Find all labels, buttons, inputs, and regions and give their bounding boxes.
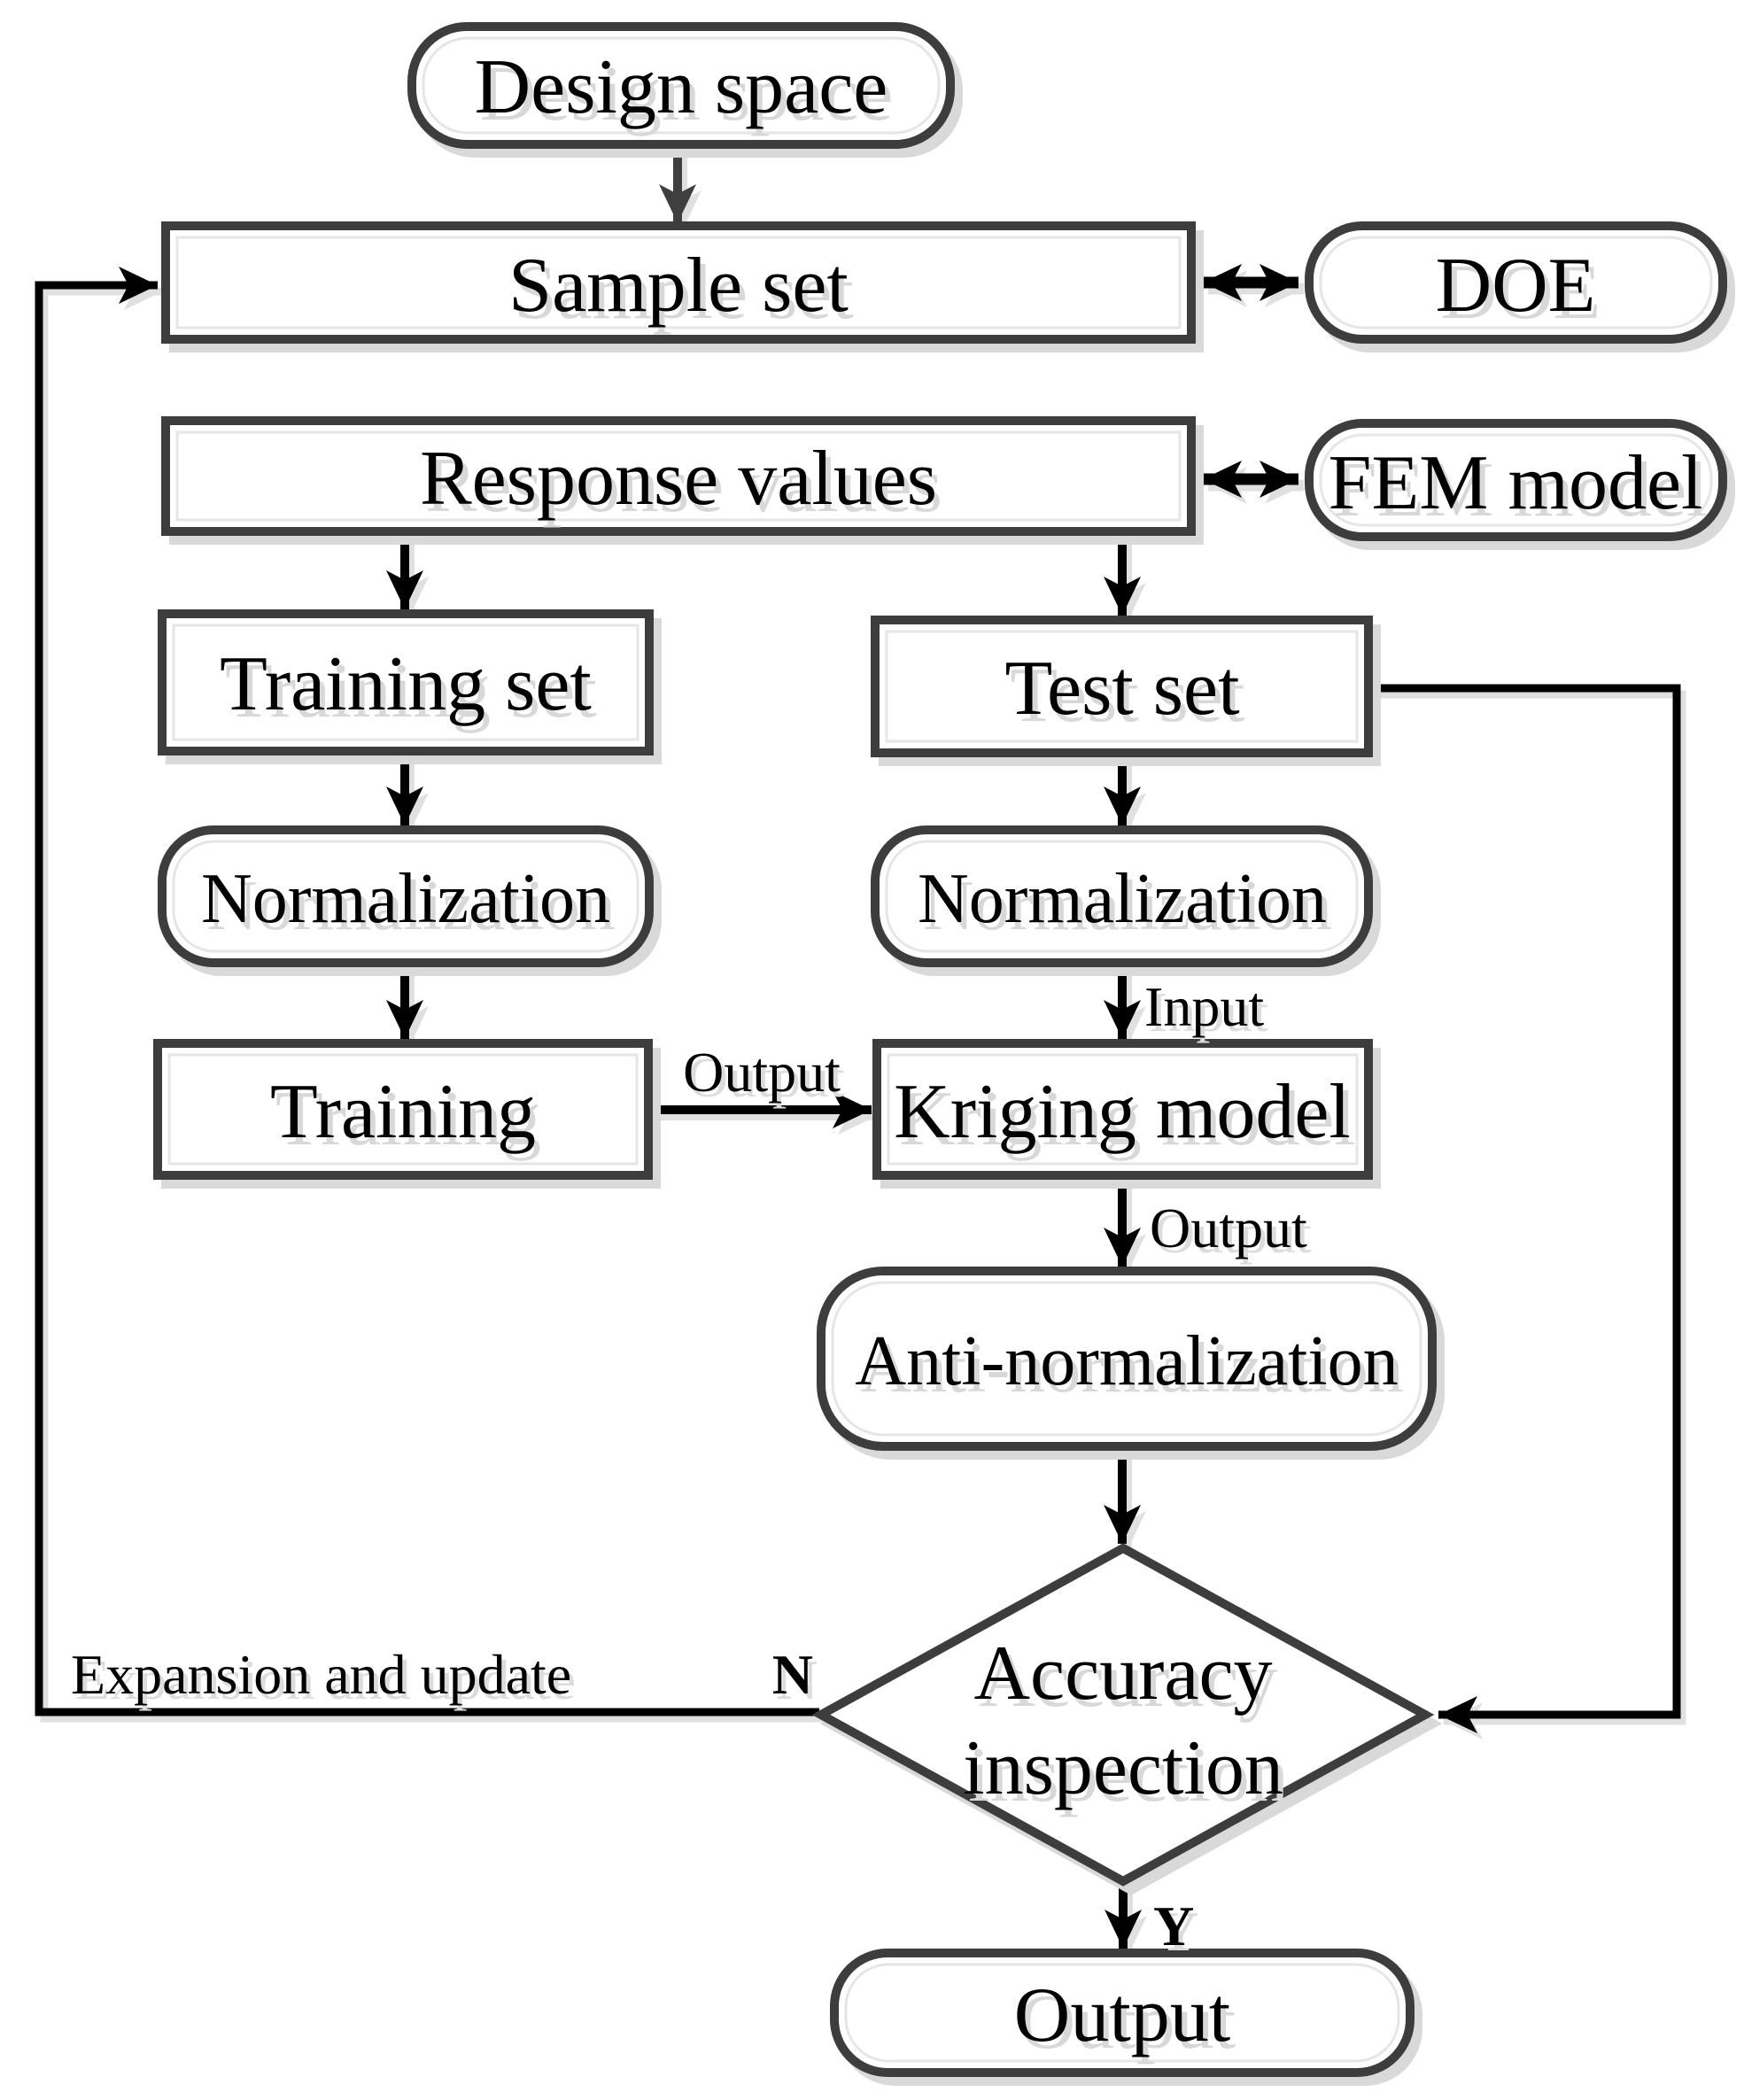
branch-no-label: N [772, 1643, 813, 1706]
node-test-set: Test set [871, 616, 1373, 757]
node-response-values: Response values [161, 416, 1196, 536]
accuracy-inspection-label-line2: inspection [963, 1725, 1283, 1811]
anti-normalization-label: Anti-normalization [855, 1322, 1398, 1400]
node-normalization-left: Normalization [158, 825, 654, 967]
node-anti-normalization: Anti-normalization [817, 1267, 1437, 1451]
node-fem-model: FEM model [1305, 419, 1727, 541]
edge-test-set-to-accuracy-loop [1370, 684, 1681, 1733]
branch-yes-label: Y [1153, 1895, 1194, 1957]
node-design-space: Design space [407, 22, 955, 149]
normalization-left-label: Normalization [201, 860, 610, 938]
accuracy-inspection-label-line1: Accuracy [973, 1631, 1272, 1716]
edge-accuracy-to-sample-feedback-loop [35, 267, 819, 1716]
sample-set-label: Sample set [508, 243, 849, 329]
node-training: Training [153, 1039, 653, 1180]
node-training-set: Training set [158, 609, 654, 756]
feedback-loop-label: Expansion and update [71, 1643, 571, 1706]
doe-label: DOE [1436, 243, 1596, 329]
node-output: Output [830, 1949, 1415, 2077]
training-label: Training [270, 1069, 536, 1155]
kriging-input-edge-label: Input [1144, 975, 1264, 1038]
fem-model-label: FEM model [1329, 440, 1703, 526]
output-label: Output [1014, 1972, 1230, 2058]
test-set-label: Test set [1004, 646, 1239, 732]
training-output-edge-label: Output [683, 1041, 841, 1104]
response-values-label: Response values [420, 436, 937, 522]
kriging-model-label: Kriging model [894, 1069, 1351, 1155]
node-sample-set: Sample set [161, 221, 1196, 344]
kriging-output-edge-label: Output [1150, 1197, 1307, 1259]
node-doe: DOE [1305, 221, 1727, 344]
training-set-label: Training set [220, 641, 592, 727]
design-space-label: Design space [475, 44, 888, 130]
node-accuracy-inspection: Accuracy inspection [811, 1543, 1435, 1887]
normalization-right-label: Normalization [918, 860, 1327, 938]
node-normalization-right: Normalization [871, 825, 1373, 967]
node-kriging-model: Kriging model [872, 1039, 1373, 1180]
